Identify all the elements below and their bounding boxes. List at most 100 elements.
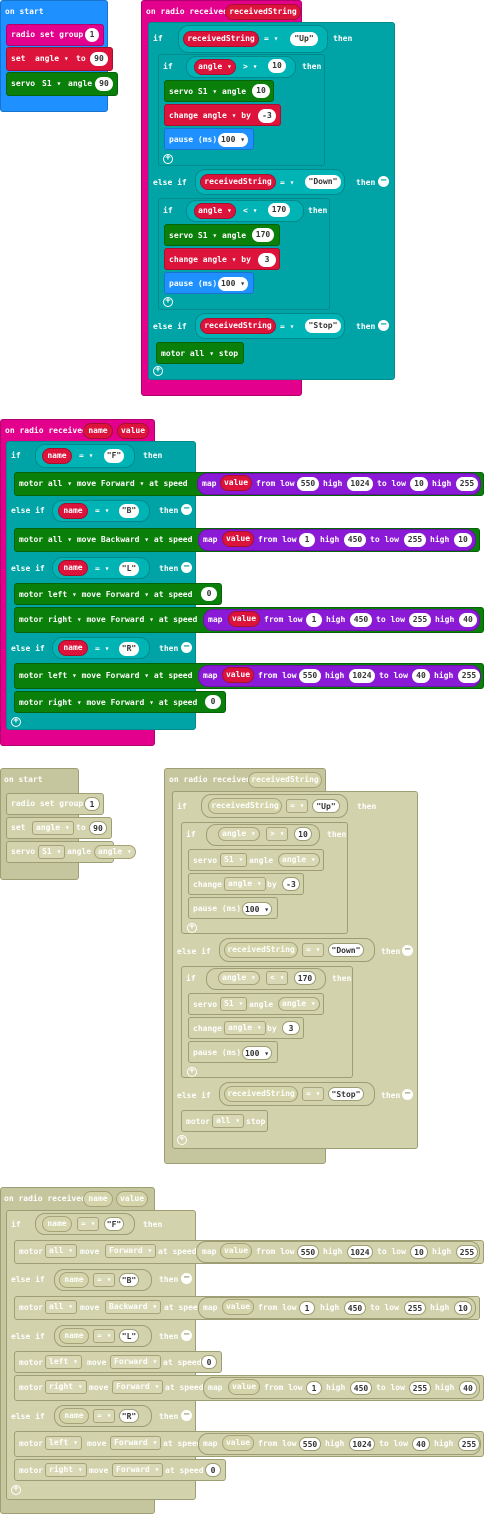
- minus-icon[interactable]: −: [181, 1330, 192, 1341]
- ghost-m3[interactable]: -3: [282, 877, 300, 891]
- ghost-40-4[interactable]: 40: [412, 1437, 430, 1451]
- ghost-1-3[interactable]: 1: [306, 1381, 322, 1395]
- n1-2[interactable]: 1: [299, 533, 315, 547]
- ghost-B[interactable]: "B": [119, 1273, 139, 1287]
- v10-a[interactable]: 10: [268, 59, 286, 73]
- plus-icon[interactable]: +: [153, 366, 163, 376]
- ghost-1024-1[interactable]: 1024: [347, 1245, 373, 1259]
- ghost-servo-angle-var-2[interactable]: angle ▾: [278, 853, 320, 867]
- ghost-pause-val-2[interactable]: 100 ▾: [242, 1046, 272, 1060]
- ghost-value-3[interactable]: value: [228, 1379, 260, 1395]
- ghost-up[interactable]: "Up": [312, 799, 340, 813]
- name-var-L[interactable]: name: [58, 560, 88, 576]
- ghost-right-1[interactable]: right ▾: [45, 1380, 87, 1394]
- ghost-left-1[interactable]: left ▾: [45, 1355, 82, 1369]
- n255-3[interactable]: 255: [409, 613, 431, 627]
- ghost-received-string-param[interactable]: receivedString: [248, 772, 322, 788]
- ghost-servo-id-2[interactable]: S1 ▾: [220, 853, 248, 867]
- n550-4[interactable]: 550: [299, 669, 321, 683]
- change-angle-3[interactable]: [164, 248, 280, 270]
- eq-op-2[interactable]: = ▾: [280, 178, 295, 187]
- vm3[interactable]: -3: [258, 109, 276, 123]
- ghost-set-value[interactable]: 90: [89, 821, 107, 835]
- ghost-10-1[interactable]: 10: [410, 1245, 428, 1259]
- ghost-R[interactable]: "R": [119, 1409, 139, 1423]
- ghost-left-2[interactable]: left ▾: [45, 1436, 82, 1450]
- lt-op[interactable]: < ▾: [243, 206, 258, 215]
- motor-all-stop[interactable]: [156, 342, 244, 364]
- ghost-servo-id[interactable]: S1 ▾: [38, 845, 66, 859]
- ghost-name-R[interactable]: name: [59, 1408, 89, 1424]
- ghost-value-4[interactable]: value: [222, 1435, 254, 1451]
- eq-op-F[interactable]: = ▾: [79, 451, 94, 460]
- n450-3[interactable]: 450: [350, 613, 372, 627]
- received-string-param[interactable]: receivedString: [225, 4, 301, 20]
- ghost-eq-B[interactable]: = ▾: [93, 1273, 116, 1287]
- ghost-map-4[interactable]: [198, 1433, 481, 1455]
- value-var-2[interactable]: value: [222, 531, 254, 547]
- ghost-all-2[interactable]: all ▾: [45, 1300, 78, 1314]
- ghost-forward-1[interactable]: Forward ▾: [105, 1244, 157, 1258]
- eq-op-B[interactable]: = ▾: [95, 506, 110, 515]
- ghost-L[interactable]: "L": [119, 1329, 139, 1343]
- ghost-450-3[interactable]: 450: [350, 1381, 372, 1395]
- n40-3[interactable]: 40: [459, 613, 477, 627]
- n1024-4[interactable]: 1024: [349, 669, 375, 683]
- R-string[interactable]: "R": [119, 642, 139, 656]
- F-string[interactable]: "F": [104, 449, 124, 463]
- n255-1[interactable]: 255: [456, 477, 478, 491]
- v170-a[interactable]: 170: [268, 203, 290, 217]
- received-string-var-1[interactable]: receivedString: [183, 31, 259, 47]
- ghost-servo-id-3[interactable]: S1 ▾: [220, 997, 248, 1011]
- plus-icon[interactable]: +: [11, 717, 21, 727]
- ghost-change-angle-2[interactable]: angle ▾: [224, 1021, 266, 1035]
- ghost-eq-1[interactable]: = ▾: [286, 799, 309, 813]
- ghost-550-4[interactable]: 550: [299, 1437, 321, 1451]
- ghost-name-B[interactable]: name: [59, 1272, 89, 1288]
- received-string-var-2[interactable]: receivedString: [200, 174, 276, 190]
- ghost-forward-5[interactable]: Forward ▾: [110, 1436, 162, 1450]
- minus-icon[interactable]: −: [378, 320, 389, 331]
- n255-2[interactable]: 255: [404, 533, 426, 547]
- ghost-forward-4[interactable]: Forward ▾: [112, 1380, 164, 1394]
- ghost-name-F[interactable]: name: [42, 1216, 72, 1232]
- radio-set-group-block[interactable]: [6, 24, 104, 46]
- ghost-0-a[interactable]: 0: [201, 1355, 217, 1369]
- ghost-change-angle[interactable]: angle ▾: [224, 877, 266, 891]
- ghost-name-param[interactable]: name: [83, 1191, 113, 1207]
- ghost-radio-set-group[interactable]: [6, 793, 104, 815]
- n550-1[interactable]: 550: [297, 477, 319, 491]
- stop-string[interactable]: "Stop": [305, 319, 341, 333]
- servo-block[interactable]: [6, 72, 118, 96]
- pause-val-a[interactable]: 100 ▾: [218, 133, 248, 147]
- plus-icon[interactable]: +: [177, 1135, 187, 1145]
- n10-1[interactable]: 10: [410, 477, 428, 491]
- ghost-eq-3[interactable]: = ▾: [302, 1087, 325, 1101]
- pause-val-b[interactable]: 100 ▾: [218, 277, 248, 291]
- map-block-4[interactable]: [198, 665, 481, 687]
- eq-op-1[interactable]: = ▾: [264, 34, 279, 43]
- ghost-550-1[interactable]: 550: [297, 1245, 319, 1259]
- plus-icon[interactable]: +: [163, 297, 173, 307]
- value-var-3[interactable]: value: [228, 611, 260, 627]
- ghost-servo-angle-var[interactable]: angle ▾: [94, 845, 136, 859]
- ghost-angle-var-1[interactable]: angle ▾: [218, 827, 260, 841]
- ghost-backward[interactable]: Backward ▾: [105, 1300, 162, 1314]
- n255-4[interactable]: 255: [458, 669, 480, 683]
- minus-icon[interactable]: −: [181, 1410, 192, 1421]
- name-param[interactable]: name: [83, 423, 113, 439]
- value-param[interactable]: value: [117, 423, 149, 439]
- ghost-eq-L[interactable]: = ▾: [93, 1329, 116, 1343]
- angle-var-1[interactable]: angle ▾: [194, 59, 236, 75]
- ghost-forward-6[interactable]: Forward ▾: [112, 1463, 164, 1477]
- value-var-1[interactable]: value: [220, 475, 252, 491]
- name-var-F[interactable]: name: [42, 448, 72, 464]
- motor-left-forward-0[interactable]: [14, 583, 222, 605]
- ghost-170-a[interactable]: 170: [294, 971, 316, 985]
- ghost-angle-var-2[interactable]: angle ▾: [218, 971, 260, 985]
- n0-b[interactable]: 0: [205, 695, 221, 709]
- ghost-forward-3[interactable]: Forward ▾: [110, 1355, 162, 1369]
- minus-icon[interactable]: −: [402, 1089, 413, 1100]
- eq-op-L[interactable]: = ▾: [95, 564, 110, 573]
- ghost-lt[interactable]: < ▾: [266, 971, 289, 985]
